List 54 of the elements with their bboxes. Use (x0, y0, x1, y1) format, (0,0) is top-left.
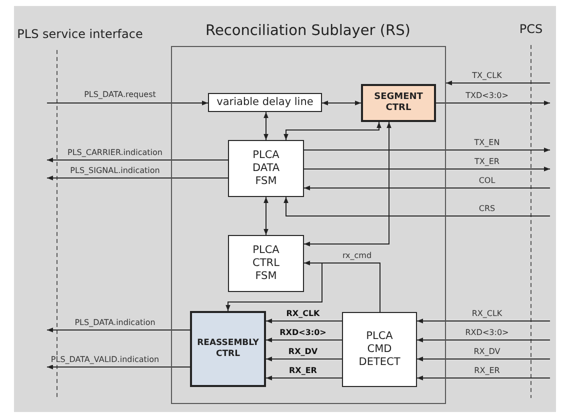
arrow (266, 318, 342, 324)
arrow (416, 318, 550, 324)
edge-label: RX_ER (288, 366, 318, 376)
block-title: Reconciliation Sublayer (RS) (204, 23, 412, 39)
arrow (46, 328, 190, 332)
arrow (46, 364, 190, 370)
process-box: PLCA DATA FSM (228, 140, 304, 197)
arrow (46, 100, 208, 106)
arrow (266, 376, 342, 380)
interface-label: PCS (519, 22, 543, 36)
arrow (46, 158, 228, 162)
edge-label: RXD<3:0> (464, 328, 510, 338)
process-box: PLCA CMD DETECT (342, 312, 417, 387)
edge-label: rx_cmd (341, 251, 373, 261)
process-box: SEGMENT CTRL (361, 84, 436, 122)
edge-label: RX_DV (472, 347, 502, 357)
arrow (416, 376, 550, 380)
edge-label: RXD<3:0> (278, 328, 328, 338)
edge-label: RX_CLK (285, 309, 321, 319)
edge-label: TXD<3:0> (464, 91, 510, 101)
edge-label: RX_CLK (470, 309, 504, 319)
arrow (446, 80, 550, 86)
arrow (226, 262, 380, 312)
edge-label: TX_ER (474, 157, 500, 167)
edge-label: RX_ER (473, 366, 501, 376)
process-box: variable delay line (208, 93, 322, 112)
edge-label: TX_CLK (471, 71, 503, 81)
arrow (304, 166, 550, 172)
process-box: REASSEMBLY CTRL (190, 311, 266, 387)
arrow (284, 196, 550, 216)
edge-label: PLS_SIGNAL.indication (69, 166, 161, 176)
edge-label: COL (478, 176, 496, 186)
edge-label: PLS_DATA_VALID.indication (50, 355, 160, 365)
edge-label: TX_EN (473, 138, 501, 148)
edge-label: PLS_CARRIER.indication (66, 148, 164, 158)
arrow (304, 186, 550, 190)
arrow (266, 356, 342, 362)
arrow (284, 122, 382, 140)
edge-label: RX_DV (287, 347, 319, 357)
arrow (264, 112, 268, 140)
edge-label: CRS (478, 204, 496, 214)
arrow (266, 338, 342, 342)
arrow (416, 356, 550, 362)
arrow (322, 100, 362, 106)
edge-label: PLS_DATA.indication (74, 318, 156, 328)
arrow (416, 338, 550, 342)
arrow (304, 148, 550, 152)
arrow (264, 196, 268, 236)
interface-label: PLS service interface (17, 27, 143, 41)
arrow (436, 100, 550, 106)
arrow (46, 176, 228, 180)
arrow (304, 122, 392, 246)
process-box: PLCA CTRL FSM (228, 235, 304, 292)
edge-label: PLS_DATA.request (83, 90, 157, 100)
